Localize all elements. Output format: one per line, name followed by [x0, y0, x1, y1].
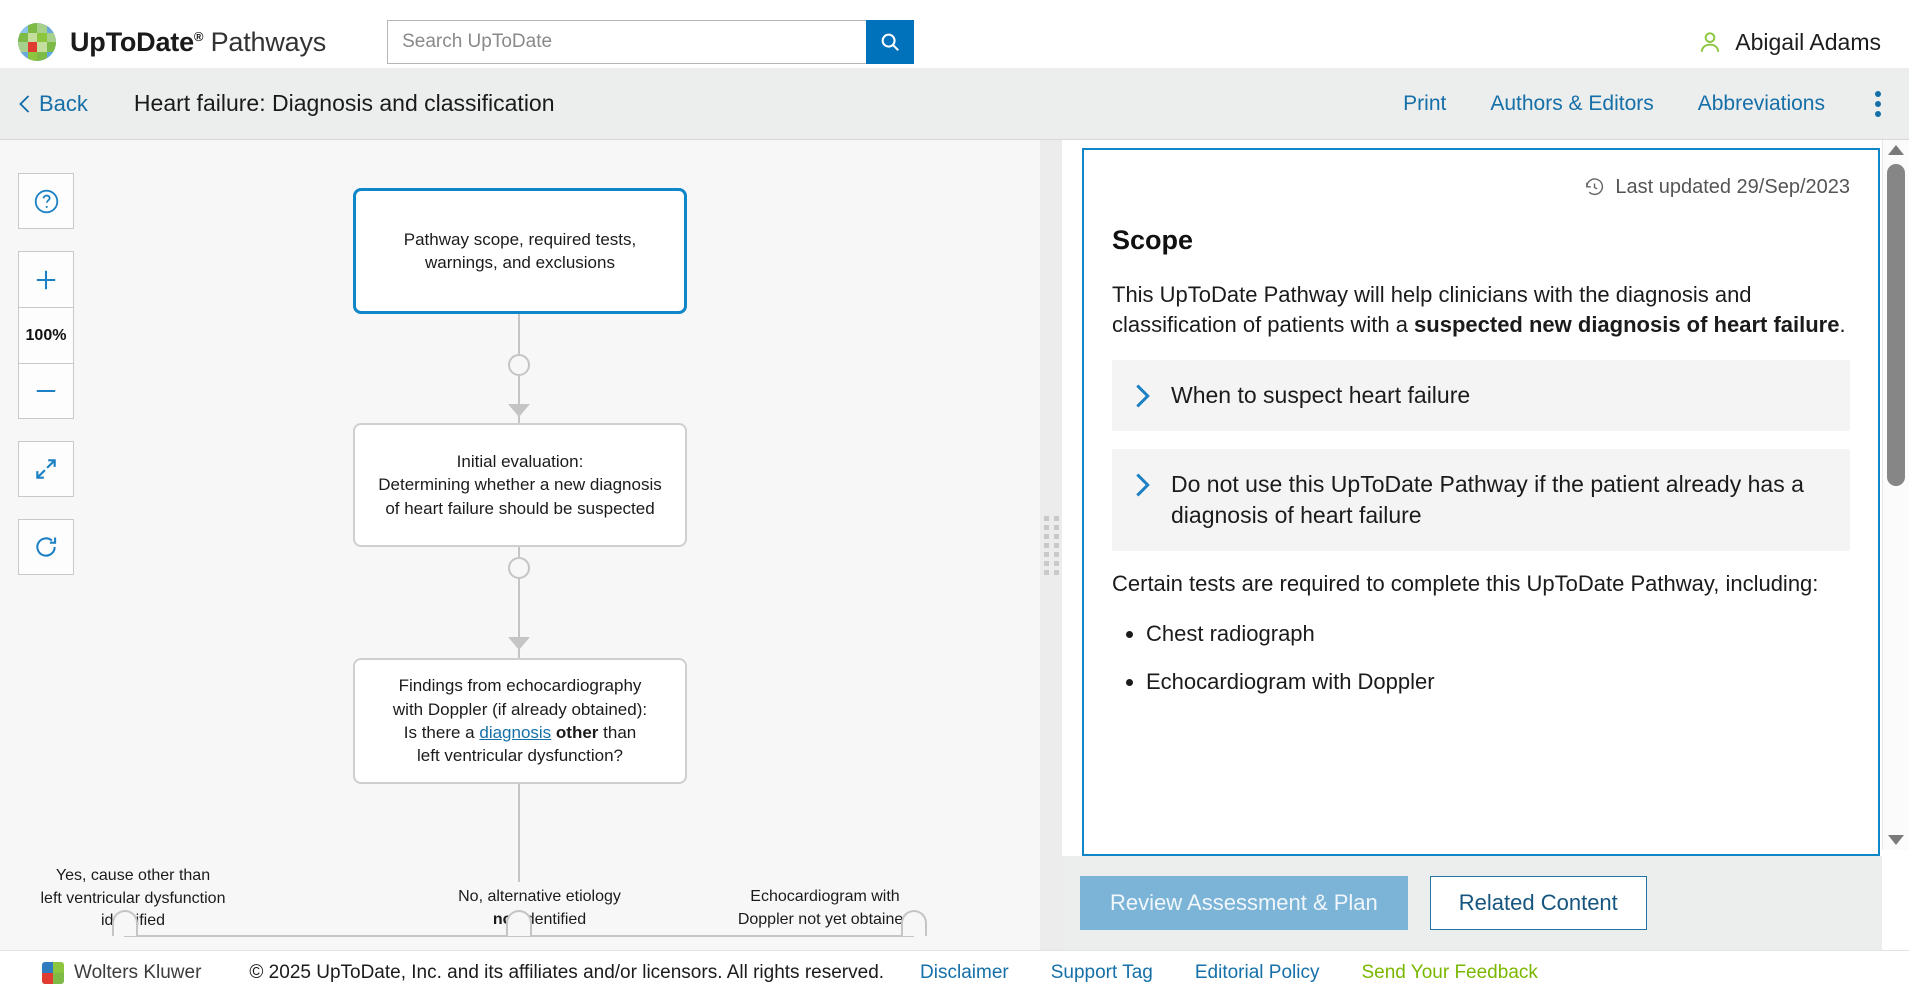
wolters-kluwer-mark-icon: [42, 961, 64, 984]
last-updated-label: Last updated 29/Sep/2023: [1615, 176, 1850, 198]
minus-icon: [36, 389, 56, 393]
back-label: Back: [39, 90, 88, 116]
search-bar[interactable]: [387, 20, 915, 64]
flowchart-pane: 100%: [0, 140, 1040, 950]
accordion-when-to-suspect[interactable]: When to suspect heart failure: [1112, 359, 1850, 431]
flowchart-toolbar: 100%: [18, 173, 74, 575]
user-name-label: Abigail Adams: [1735, 28, 1881, 55]
footer-copyright: © 2025 UpToDate, Inc. and its affiliates…: [249, 961, 885, 983]
connector-node-1[interactable]: [508, 354, 530, 376]
support-tag-link[interactable]: Support Tag: [1050, 961, 1153, 983]
fullscreen-button[interactable]: [18, 441, 74, 497]
kebab-menu-icon[interactable]: [1869, 87, 1887, 121]
search-input[interactable]: [387, 20, 867, 64]
scope-intro-paragraph: This UpToDate Pathway will help clinicia…: [1112, 280, 1850, 340]
list-item: Echocardiogram with Doppler: [1146, 667, 1850, 697]
chevron-right-icon: [1136, 473, 1150, 497]
page-footer: Wolters Kluwer © 2025 UpToDate, Inc. and…: [0, 950, 1909, 994]
help-circle-icon: [34, 189, 58, 213]
scrollbar-thumb[interactable]: [1887, 164, 1905, 486]
last-updated-row: Last updated 29/Sep/2023: [1112, 176, 1850, 199]
scroll-down-arrow-icon[interactable]: [1888, 835, 1904, 845]
brand-title: UpToDate® Pathways: [70, 27, 326, 58]
branch-label-no: No, alternative etiology not identified: [458, 888, 621, 928]
connector-node-2[interactable]: [508, 557, 530, 579]
send-feedback-link[interactable]: Send Your Feedback: [1361, 961, 1538, 983]
zoom-out-button[interactable]: [18, 363, 74, 419]
authors-editors-link[interactable]: Authors & Editors: [1490, 91, 1654, 115]
scope-document-card: Last updated 29/Sep/2023 Scope This UpTo…: [1082, 148, 1880, 856]
subheader-actions: Print Authors & Editors Abbreviations: [1403, 87, 1887, 121]
brand-suffix: Pathways: [210, 26, 327, 57]
disclaimer-link[interactable]: Disclaimer: [920, 961, 1009, 983]
list-item: Chest radiograph: [1146, 619, 1850, 649]
flow-node-initial-evaluation-label: Initial evaluation: Determining whether …: [378, 451, 662, 518]
branch-label-no-echo: Echocardiogram with Doppler not yet obta…: [737, 888, 913, 928]
search-button[interactable]: [866, 20, 915, 64]
content-pane: Last updated 29/Sep/2023 Scope This UpTo…: [1062, 140, 1909, 950]
branch-horizontal-bar: [124, 935, 914, 937]
connector-1: [518, 314, 520, 444]
print-link[interactable]: Print: [1403, 91, 1447, 115]
flow-node-scope[interactable]: Pathway scope, required tests, warnings,…: [353, 188, 687, 314]
arrow-head-1: [508, 404, 530, 417]
plus-icon: [36, 270, 56, 289]
brand-name: UpToDate: [70, 26, 194, 57]
related-content-button[interactable]: Related Content: [1429, 876, 1647, 930]
connector-2: [518, 547, 520, 677]
intro-bold: suspected new diagnosis of heart failure: [1414, 311, 1840, 337]
footer-company-name: Wolters Kluwer: [74, 961, 202, 983]
zoom-in-button[interactable]: [18, 251, 74, 307]
scroll-up-arrow-icon[interactable]: [1888, 145, 1904, 155]
tests-intro-paragraph: Certain tests are required to complete t…: [1112, 570, 1819, 596]
branch-connector-no[interactable]: [506, 910, 532, 936]
help-button[interactable]: [18, 173, 74, 229]
splitter-grip-icon: [1043, 515, 1059, 575]
pathway-subheader: Back Heart failure: Diagnosis and classi…: [0, 68, 1909, 140]
search-icon: [881, 33, 900, 51]
wolters-kluwer-logo-icon: [18, 23, 56, 61]
expand-arrows-icon: [36, 459, 56, 479]
workspace: 100%: [0, 140, 1909, 950]
user-icon: [1701, 32, 1720, 52]
abbreviations-link[interactable]: Abbreviations: [1697, 91, 1825, 115]
diagnosis-link[interactable]: diagnosis: [479, 723, 552, 742]
scope-heading: Scope: [1112, 225, 1194, 255]
history-clock-icon: [1586, 178, 1604, 196]
intro-prefix: This UpToDate Pathway will help clinicia…: [1112, 282, 1752, 337]
flow-node-scope-label: Pathway scope, required tests, warnings,…: [403, 229, 637, 272]
brand-logo-group[interactable]: UpToDate® Pathways: [18, 23, 326, 61]
pane-splitter[interactable]: [1040, 140, 1062, 950]
arrow-head-2: [508, 637, 530, 650]
chevron-left-icon: [19, 94, 30, 113]
chevron-right-icon: [1136, 384, 1150, 408]
footer-brand: Wolters Kluwer: [42, 961, 202, 984]
zoom-level-display: 100%: [18, 307, 74, 363]
back-button[interactable]: Back: [18, 91, 88, 117]
review-assessment-plan-button[interactable]: Review Assessment & Plan: [1080, 876, 1408, 930]
branch-connector-no-echo[interactable]: [901, 910, 927, 936]
zoom-controls: 100%: [18, 251, 74, 419]
accordion-do-not-use[interactable]: Do not use this UpToDate Pathway if the …: [1112, 448, 1850, 551]
brand-registered-mark: ®: [193, 28, 204, 44]
editorial-policy-link[interactable]: Editorial Policy: [1194, 961, 1320, 983]
required-tests-list: Chest radiograph Echocardiogram with Dop…: [1146, 619, 1850, 697]
connector-3: [518, 784, 520, 882]
document-action-bar: Review Assessment & Plan Related Content: [1062, 856, 1882, 950]
user-account-button[interactable]: Abigail Adams: [1697, 0, 1881, 84]
content-scrollbar[interactable]: [1882, 140, 1909, 850]
flow-node-echo-findings[interactable]: Findings from echocardiography with Dopp…: [353, 658, 687, 784]
intro-suffix: .: [1839, 311, 1846, 337]
flow-node-echo-findings-label: Findings from echocardiography with Dopp…: [392, 676, 648, 766]
branch-connector-yes[interactable]: [112, 910, 138, 936]
zoom-level-label: 100%: [25, 326, 67, 344]
page-title: Heart failure: Diagnosis and classificat…: [133, 90, 555, 116]
refresh-icon: [36, 537, 57, 557]
reset-view-button[interactable]: [18, 519, 74, 575]
flow-node-initial-evaluation[interactable]: Initial evaluation: Determining whether …: [353, 423, 687, 547]
other-emphasis: other: [555, 723, 599, 742]
accordion-when-to-suspect-label: When to suspect heart failure: [1171, 381, 1471, 408]
accordion-do-not-use-label: Do not use this UpToDate Pathway if the …: [1171, 470, 1804, 528]
footer-links: Disclaimer Support Tag Editorial Policy …: [920, 962, 1538, 984]
